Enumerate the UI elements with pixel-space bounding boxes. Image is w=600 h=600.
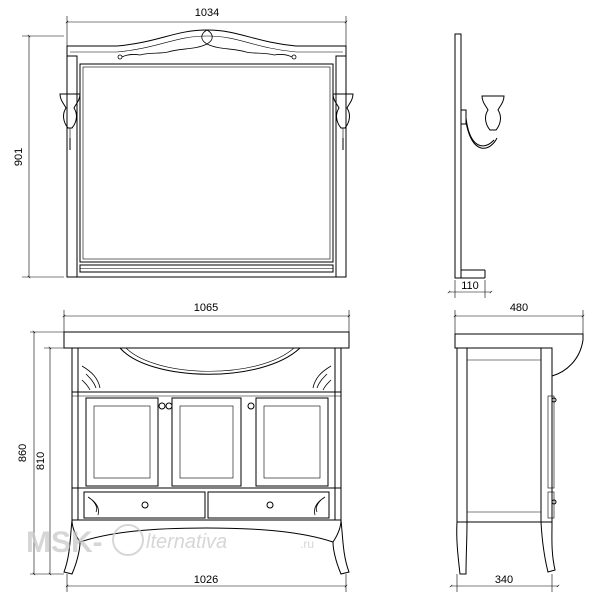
mirror-front-view: 1034 901 xyxy=(13,7,354,279)
right-sconce xyxy=(332,93,354,150)
dim-mirror-depth: 110 xyxy=(447,280,493,298)
watermark-brand-right: lternativa xyxy=(146,531,227,553)
dim-base-width: 1026 xyxy=(65,574,348,592)
dim-basin-width: 1065 xyxy=(62,302,351,332)
dim-label-mirror-height: 901 xyxy=(13,148,25,166)
dim-label-mirror-width: 1034 xyxy=(195,7,219,19)
dim-label-body-height: 810 xyxy=(35,452,47,470)
vanity-front-view: 1065 860 810 xyxy=(17,302,351,592)
left-sconce xyxy=(59,93,81,150)
dim-label-total-height: 860 xyxy=(17,444,29,462)
dim-label-basin-depth: 480 xyxy=(510,302,528,314)
dim-label-basin-width: 1065 xyxy=(194,302,218,314)
dim-base-depth: 340 xyxy=(449,574,560,592)
watermark-brand-left: MSK- xyxy=(26,526,103,559)
watermark-domain: .ru xyxy=(300,537,314,551)
dim-mirror-height: 901 xyxy=(13,34,64,279)
dim-mirror-width: 1034 xyxy=(65,7,348,48)
cabinet-drawers xyxy=(83,491,330,519)
watermark: MSK- lternativa .ru xyxy=(26,524,314,559)
dim-label-mirror-depth: 110 xyxy=(461,280,479,292)
dim-basin-depth: 480 xyxy=(453,302,585,334)
dim-label-base-width: 1026 xyxy=(194,574,218,586)
side-sconce xyxy=(460,95,505,149)
mirror-side-view: 110 xyxy=(447,33,505,298)
dim-label-base-depth: 340 xyxy=(495,574,513,586)
cabinet-doors xyxy=(85,397,329,487)
vanity-side-view: 480 340 xyxy=(449,302,585,592)
dim-total-height: 860 xyxy=(17,330,64,576)
